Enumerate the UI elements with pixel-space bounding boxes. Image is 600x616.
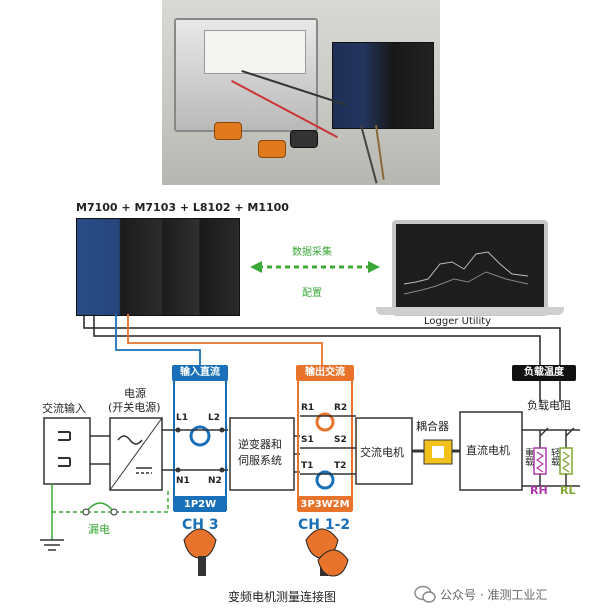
rl-label: RL — [560, 484, 576, 497]
terminal-n1: N1 — [176, 476, 190, 486]
sensor-left-mode: 1P2W — [183, 499, 217, 510]
laptop-base — [376, 307, 564, 315]
heavy-load-label: 重载 — [523, 448, 533, 466]
ac-motor-label: 交流电机 — [360, 446, 404, 459]
inverter-label-1: 逆变器和 — [238, 438, 282, 451]
diagram-caption: 变频电机测量连接图 — [228, 590, 337, 604]
input-dc-tag: 输入直流 — [172, 365, 228, 381]
light-load-label: 轻载 — [549, 448, 559, 466]
coupler-label: 耦合器 — [416, 420, 449, 433]
config-label: 配置 — [302, 288, 322, 299]
watermark: 公众号 · 准测工业汇 — [414, 582, 598, 608]
data-logger-device — [76, 218, 240, 316]
current-clamp — [290, 130, 318, 148]
terminal-s1: S1 — [301, 435, 314, 445]
watermark-text: 公众号 · 准测工业汇 — [440, 588, 548, 602]
terminal-s2: S2 — [334, 435, 347, 445]
terminal-t2: T2 — [334, 461, 347, 471]
current-clamp — [258, 140, 286, 158]
logger-model-label: M7100 + M7103 + L8102 + M1100 — [76, 201, 289, 214]
data-acquisition-label: 数据采集 — [292, 247, 332, 258]
dc-motor-label: 直流电机 — [466, 444, 510, 457]
current-clamp — [214, 122, 242, 140]
power-supply-sub-label: (开关电源) — [108, 401, 161, 414]
pc-label: Logger Utility — [424, 316, 492, 327]
power-supply-label: 电源 — [124, 387, 146, 400]
sensor-left-channel: CH 3 — [182, 517, 219, 533]
terminal-n2: N2 — [208, 476, 222, 486]
terminal-l2: L2 — [208, 413, 220, 423]
inverter-label-2: 伺服系统 — [238, 454, 282, 467]
terminal-r1: R1 — [301, 403, 315, 413]
terminal-t1: T1 — [301, 461, 314, 471]
wechat-icon — [414, 585, 436, 603]
output-ac-tag: 输出交流 — [296, 365, 354, 381]
sensor-right-mode: 3P3W2M — [300, 499, 350, 510]
load-temp-tag: 负载温度 — [512, 365, 576, 381]
sensor-right-channel: CH 1-2 — [298, 517, 351, 533]
rh-label: RH — [530, 484, 548, 497]
setup-photo — [162, 0, 440, 185]
terminal-l1: L1 — [176, 413, 188, 423]
leakage-label: 漏电 — [88, 523, 110, 536]
load-resistor-label: 负载电阻 — [527, 399, 571, 412]
terminal-r2: R2 — [334, 403, 348, 413]
ac-input-label: 交流输入 — [42, 402, 86, 415]
logger-rack — [332, 42, 434, 129]
